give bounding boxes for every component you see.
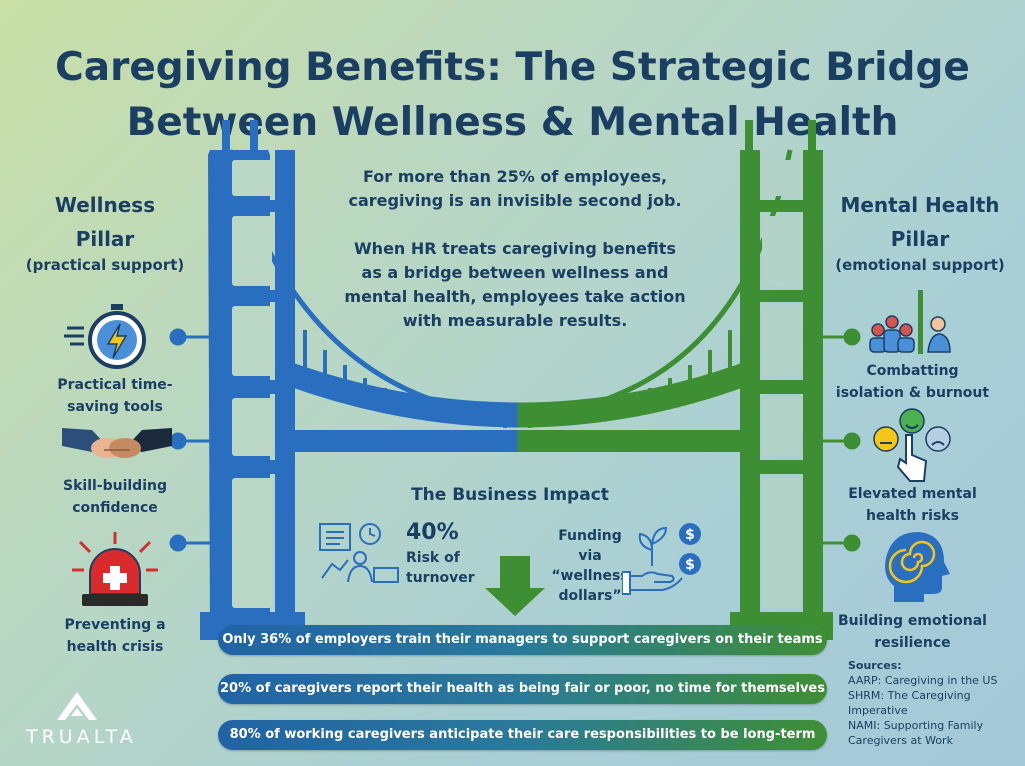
right-item-2-line-2: health risks [866,508,959,524]
right-pillar-title-2: Pillar [890,227,950,251]
emergency-siren-icon [72,532,158,606]
left-item-1-line-2: saving tools [67,399,163,415]
down-arrow-icon [485,556,545,616]
trualta-logo-text: TRUALTA [26,726,137,748]
center-line-6: with measurable results. [402,311,628,330]
left-item-3-line-1: Preventing a [64,617,166,633]
turnover-label-line-2: turnover [406,570,475,586]
right-item-2-label: Elevated mental health risks [830,483,995,527]
funding-label: Funding via “wellness dollars” [545,526,635,606]
left-pillar-title-1: Wellness [54,193,156,217]
funding-line-3: dollars” [558,588,622,604]
bridge-tower-right-windows [762,160,801,608]
left-item-2-line-1: Skill-building [63,478,167,494]
svg-text:$: $ [685,527,695,543]
right-item-3-line-1: Building emotional [838,613,987,629]
page-title: Caregiving Benefits: The Strategic Bridg… [0,40,1025,150]
left-pillar-subtitle: (practical support) [25,256,185,274]
source-line-1: AARP: Caregiving in the US [848,674,998,687]
svg-text:$: $ [685,557,695,573]
funding-line-2: “wellness [551,568,629,584]
left-item-2-line-2: confidence [72,500,158,516]
source-line-3: Imperative [848,704,908,717]
bridge-deck [285,360,750,428]
handshake-icon [62,428,172,458]
right-item-1-line-2: isolation & burnout [835,385,990,401]
left-pillar-title-2: Pillar [75,227,135,251]
stat-bar-1: Only 36% of employers train their manage… [218,625,827,655]
left-item-1-label: Practical time- saving tools [40,374,190,418]
sources-heading: Sources: [848,659,902,672]
stat-bar-3: 80% of working caregivers anticipate the… [218,720,827,750]
center-line-3: When HR treats caregiving benefits [354,239,676,258]
mood-faces-selection-icon [873,408,951,482]
center-line-1: For more than 25% of employees, [362,167,668,186]
right-connectors [823,328,861,552]
left-connectors [169,328,210,552]
sources-block: Sources: AARP: Caregiving in the US SHRM… [848,658,1018,748]
stopwatch-lightning-icon [64,304,146,369]
center-line-2: caregiving is an invisible second job. [348,191,682,210]
right-item-3-label: Building emotional resilience [830,610,995,654]
center-line-5: mental health, employees take action [344,287,686,306]
center-line-4: as a bridge between wellness and [361,263,669,282]
right-pillar-title-1: Mental Health [840,193,1000,217]
center-message: For more than 25% of employees, caregivi… [300,165,730,333]
stat-bar-2: 20% of caregivers report their health as… [218,674,827,704]
left-item-3-line-2: health crisis [66,639,164,655]
right-pillar-subtitle: (emotional support) [835,256,1005,274]
funding-line-1: Funding via [558,528,622,564]
right-item-2-line-1: Elevated mental [848,486,977,502]
left-pillar-heading: Wellness Pillar (practical support) [20,188,190,274]
right-item-3-line-2: resilience [874,635,951,651]
source-line-5: Caregivers at Work [848,734,953,747]
left-item-3-label: Preventing a health crisis [40,614,190,658]
source-line-4: NAMI: Supporting Family [848,719,984,732]
trualta-logo-icon [57,692,97,720]
right-pillar-heading: Mental Health Pillar (emotional support) [830,188,1010,274]
right-item-1-line-1: Combatting [866,363,959,379]
source-line-2: SHRM: The Caregiving [848,689,971,702]
right-item-1-label: Combatting isolation & burnout [830,360,995,404]
impact-title: The Business Impact [411,485,609,505]
title-line-1: Caregiving Benefits: The Strategic Bridg… [55,45,970,90]
head-spiral-icon [885,532,950,602]
left-item-2-label: Skill-building confidence [40,475,190,519]
turnover-label-line-1: Risk of [406,550,460,566]
turnover-stat-label: Risk of turnover [406,548,475,588]
left-item-1-line-1: Practical time- [57,377,173,393]
turnover-stat-value: 40% [406,520,459,545]
bridge-tower-left-windows [232,160,272,608]
bridge-deck-band [285,430,750,452]
isolated-person-group-icon [869,290,951,354]
plant-dollar-hand-icon: $ $ [622,523,701,595]
workload-chart-person-icon [319,523,399,583]
